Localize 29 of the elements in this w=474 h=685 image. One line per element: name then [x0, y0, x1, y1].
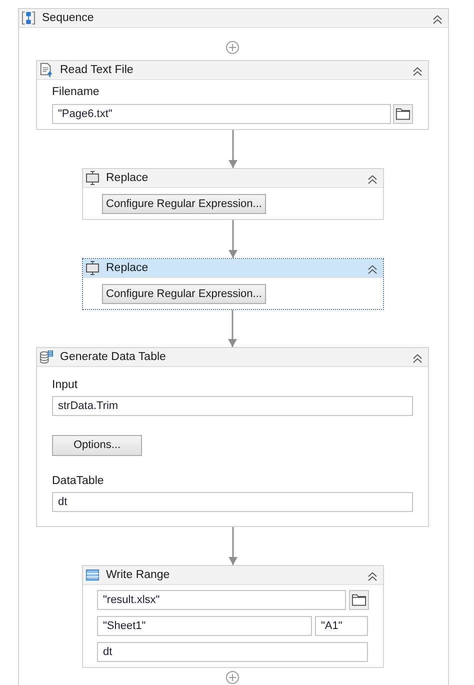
field-label: DataTable — [52, 474, 104, 488]
activity-card — [82, 565, 384, 668]
field-label: Input — [52, 378, 78, 392]
push-button: Configure Regular Expression... — [102, 284, 266, 304]
field-label: Filename — [52, 85, 100, 99]
arrow — [228, 310, 237, 347]
input-field: dt — [52, 492, 413, 512]
activity-card — [82, 258, 384, 310]
activity-title: Sequence — [42, 11, 94, 26]
input-field: "result.xlsx" — [97, 590, 346, 610]
input-field: dt — [97, 642, 368, 662]
arrow — [228, 527, 238, 565]
input-field: strData.Trim — [52, 396, 413, 416]
input-field: "A1" — [315, 616, 368, 636]
activity-title: Read Text File — [60, 63, 134, 78]
sequence-container — [18, 8, 449, 685]
activity-title: Generate Data Table — [60, 350, 166, 365]
push-button: Options... — [52, 435, 142, 456]
arrow — [228, 130, 238, 168]
activity-card — [82, 168, 384, 220]
input-field: "Page6.txt" — [52, 104, 391, 124]
activity-title: Write Range — [106, 568, 170, 583]
activity-title: Replace — [106, 261, 148, 276]
arrow — [228, 220, 238, 258]
activity-title: Replace — [106, 171, 148, 186]
activity-card — [36, 347, 429, 527]
input-field: "Sheet1" — [97, 616, 312, 636]
activity-card — [36, 60, 429, 130]
push-button: Configure Regular Expression... — [102, 194, 266, 214]
